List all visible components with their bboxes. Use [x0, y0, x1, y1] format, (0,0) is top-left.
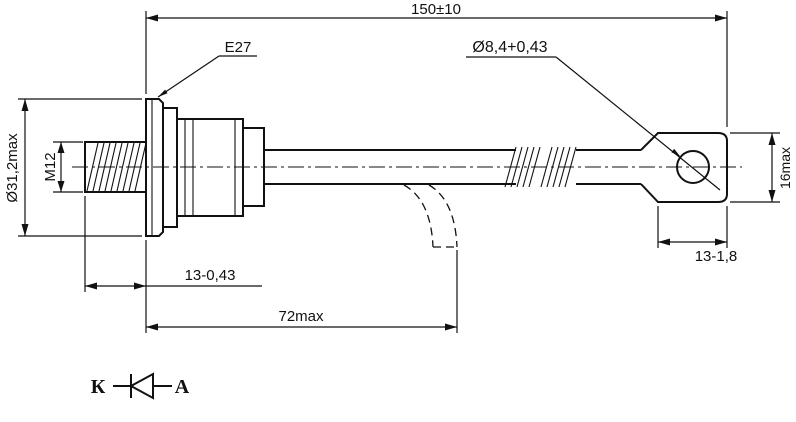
terminal-lug [640, 132, 728, 203]
diode-symbol-triangle-icon [128, 372, 154, 400]
lead-break-marks [504, 146, 577, 188]
cathode-label: К [91, 376, 106, 398]
end-cap [242, 127, 265, 207]
dim-thread-label: M12 [42, 152, 59, 181]
dim-thread: M12 [42, 141, 83, 193]
dim-overall-length: 150±10 [145, 1, 728, 127]
bend-phantom-lines [403, 184, 458, 248]
dim-flange-hex-label: E27 [225, 39, 252, 56]
hex-flange [145, 98, 164, 237]
dim-body-diameter: Ø31,2max [4, 98, 142, 237]
dim-lug-length: 13-1,8 [657, 206, 738, 265]
dim-flange-hex: E27 [157, 39, 257, 98]
dim-hole-diameter: Ø8,4+0,43 [466, 39, 721, 191]
dim-body-length-label: 72max [278, 308, 324, 325]
dim-stud-length: 13-0,43 [84, 196, 262, 333]
anode-label: А [175, 376, 190, 398]
thread-hatch [86, 142, 147, 192]
dim-lug-width-label: 16max [777, 147, 793, 189]
dim-body-diameter-label: Ø31,2max [4, 133, 21, 203]
body-grooves [184, 119, 236, 216]
dim-overall-length-label: 150±10 [411, 1, 461, 18]
diode-body-outline [84, 98, 728, 248]
lug-hole [676, 150, 710, 184]
dim-body-length: 72max [146, 250, 458, 333]
dim-lug-width: 16max [730, 132, 793, 203]
dim-stud-length-label: 13-0,43 [185, 267, 236, 284]
dim-lug-length-label: 13-1,8 [695, 248, 738, 265]
diode-polarity-symbol: К А [91, 372, 190, 400]
dim-hole-diameter-label: Ø8,4+0,43 [472, 39, 547, 56]
flexible-lead [264, 149, 641, 185]
